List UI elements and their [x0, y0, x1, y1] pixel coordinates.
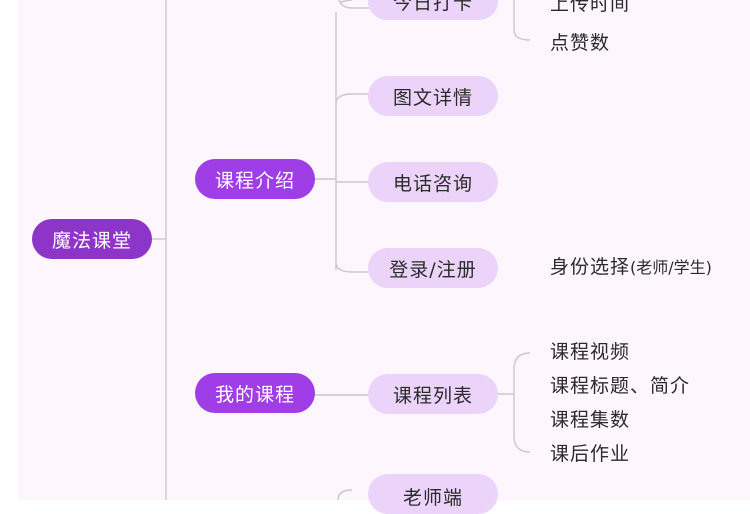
leaf-identity-select-main: 身份选择 — [550, 256, 631, 278]
leaf-identity-select-note: (老师/学生) — [630, 258, 712, 277]
connector-checkin-leaves — [513, 0, 531, 41]
connector-course-intro-upper-bracket — [338, 0, 369, 9]
branch-node-course-intro: 课程介绍 — [195, 159, 315, 199]
leaf-course-episodes: 课程集数 — [550, 409, 631, 431]
connector-course-intro-children — [314, 0, 369, 273]
leaf-course-title-intro: 课程标题、简介 — [550, 375, 691, 397]
leaf-homework: 课后作业 — [550, 443, 631, 465]
leaf-like-count: 点赞数 — [550, 32, 611, 54]
root-node: 魔法课堂 — [32, 219, 152, 259]
connector-teacher-branch — [337, 489, 353, 500]
leaf-upload-time: 上传时间 — [550, 0, 631, 15]
subnode-graphic-details: 图文详情 — [368, 76, 498, 116]
leaf-course-video: 课程视频 — [550, 341, 631, 363]
subnode-login-register: 登录/注册 — [368, 248, 498, 288]
subnode-phone-consult: 电话咨询 — [368, 162, 498, 202]
subnode-teacher-side: 老师端 — [368, 474, 498, 514]
leaf-identity-select: 身份选择(老师/学生) — [550, 255, 712, 280]
connector-course-list-leaves — [498, 352, 531, 453]
branch-node-my-courses: 我的课程 — [195, 373, 315, 413]
subnode-course-list: 课程列表 — [368, 374, 498, 414]
subnode-daily-checkin: 今日打卡 — [368, 0, 498, 20]
connector-lines — [152, 0, 531, 500]
